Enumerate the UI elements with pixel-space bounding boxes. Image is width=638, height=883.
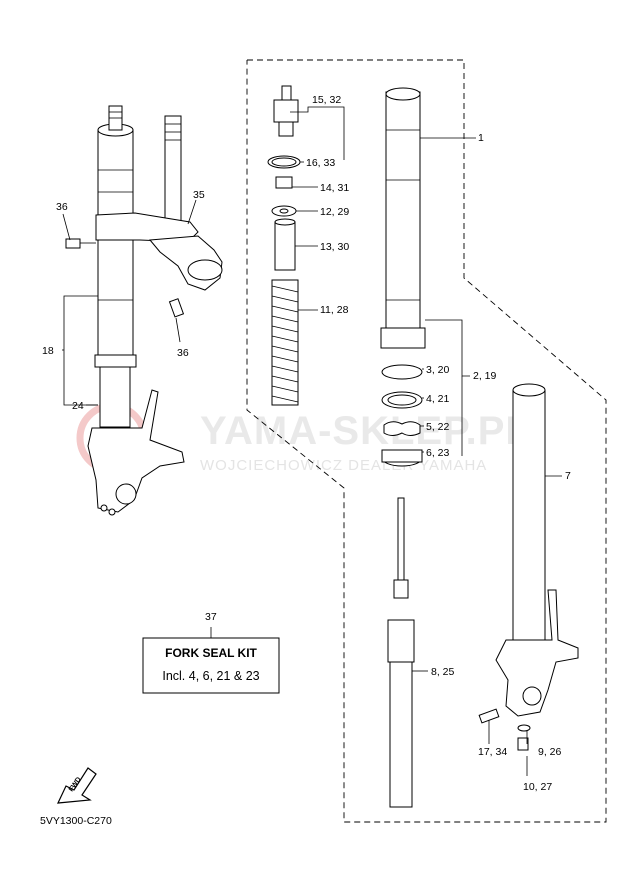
inner-tube (512, 389, 546, 641)
label-37: 37 (205, 611, 217, 623)
label-7: 7 (565, 470, 571, 482)
fork-internals (267, 85, 579, 808)
drain-washer (517, 724, 531, 732)
label-2-19: 2, 19 (473, 370, 497, 382)
damper-rod-collar (393, 579, 409, 599)
label-1: 1 (478, 132, 484, 144)
bolt-36-upper (65, 238, 81, 249)
cap-bolt-thread (278, 121, 294, 137)
assembled-fork (65, 105, 223, 516)
locknut (275, 176, 293, 189)
axle-bracket-right (495, 589, 579, 717)
axle-bore-left (115, 483, 137, 505)
under-bracket-hole (187, 259, 223, 281)
label-18: 18 (42, 345, 54, 357)
fork-spring (271, 279, 299, 406)
label-12-29: 12, 29 (320, 206, 349, 218)
label-8-25: 8, 25 (431, 666, 455, 678)
inner-tube-left (99, 366, 131, 428)
callouts: 1 2, 19 3, 20 4, 21 5, 22 6, 23 7 8, 25 … (42, 94, 571, 793)
diagram-code: 5VY1300-C270 (40, 815, 112, 827)
label-24: 24 (72, 400, 84, 412)
outer-tube-seal-ring (94, 354, 137, 368)
axle-bracket-left (87, 389, 185, 513)
watermark-title: YAMA-SKLEP.PL (200, 409, 531, 453)
outer-tube (385, 91, 421, 331)
label-5-22: 5, 22 (426, 421, 450, 433)
watermark-subtitle: WOJCIECHOWICZ DEALER YAMAHA (200, 457, 487, 474)
label-15-32: 15, 32 (312, 94, 341, 106)
label-9-26: 9, 26 (538, 746, 562, 758)
label-10-27: 10, 27 (523, 781, 552, 793)
kit-contents: Incl. 4, 6, 21 & 23 (162, 669, 259, 683)
spacer-tube (274, 221, 296, 271)
outer-tube-left (97, 129, 134, 361)
label-4-21: 4, 21 (426, 393, 450, 405)
retaining-clip (383, 421, 421, 436)
label-36-upper: 36 (56, 201, 68, 213)
kit-title: FORK SEAL KIT (165, 646, 257, 660)
label-17-34: 17, 34 (478, 746, 507, 758)
slide-bushing (381, 364, 423, 380)
leader-lines (62, 106, 562, 776)
cap-bolt (273, 99, 299, 123)
label-3-20: 3, 20 (426, 364, 450, 376)
label-36-lower: 36 (177, 347, 189, 359)
bolt-36-lower (168, 298, 185, 318)
fork-seal-kit-box: FORK SEAL KIT Incl. 4, 6, 21 & 23 (142, 637, 280, 694)
label-35: 35 (193, 189, 205, 201)
label-16-33: 16, 33 (306, 157, 335, 169)
steering-stem (164, 115, 182, 229)
label-6-23: 6, 23 (426, 447, 450, 459)
label-11-28: 11, 28 (320, 304, 349, 316)
cap-bolt-top (281, 85, 292, 101)
label-13-30: 13, 30 (320, 241, 349, 253)
damper-rod (397, 497, 405, 581)
explode-outline (246, 59, 607, 823)
fwd-arrow: FWD (57, 767, 97, 804)
outer-tube-bottom (380, 327, 426, 349)
axle-pinch-bolt (478, 708, 500, 724)
cartridge-body (389, 661, 413, 808)
drain-bolt (517, 737, 529, 751)
cartridge-head (387, 619, 415, 663)
label-14-31: 14, 31 (320, 182, 349, 194)
